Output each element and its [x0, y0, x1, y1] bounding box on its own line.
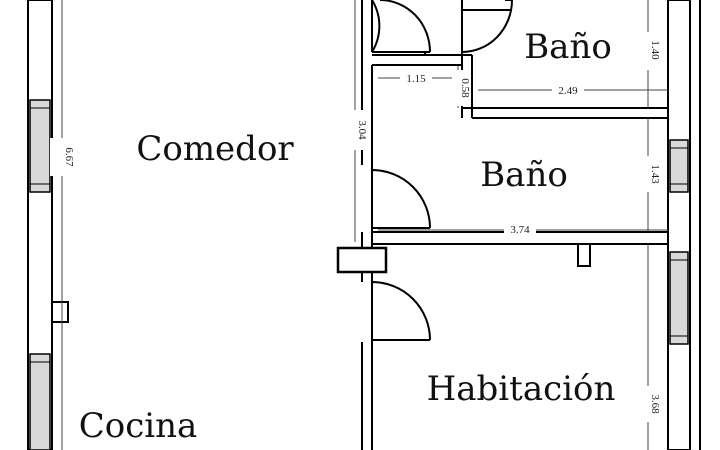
dimension-labels: 6.67 3.04 1.15 0.58 2.49 1.40 1.43 3.74 …	[50, 32, 661, 422]
dim-bano-top-width: 2.49	[558, 85, 578, 97]
left-wall-box	[51, 301, 69, 323]
left-outer-wall	[27, 0, 69, 450]
room-label-cocina: Cocina	[79, 406, 198, 446]
window-left-upper	[29, 99, 51, 193]
dim-closet-depth: 0.58	[459, 78, 471, 98]
window-right-upper	[669, 139, 689, 193]
door-habitacion	[371, 281, 431, 342]
door-comedor-middle	[371, 165, 431, 232]
room-label-bano-top: Baño	[524, 27, 612, 67]
bano-top-walls	[461, 0, 668, 119]
window-right-lower	[669, 251, 689, 345]
column-pier	[336, 246, 388, 274]
window-left-lower	[29, 353, 51, 450]
dim-closet-width: 1.15	[406, 73, 426, 85]
room-label-habitacion: Habitación	[427, 369, 616, 409]
dim-bano-top-height: 1.40	[649, 40, 661, 60]
room-label-bano-mid: Baño	[480, 155, 568, 195]
door-comedor-upper	[371, 0, 431, 56]
dim-comedor-height: 6.67	[63, 147, 75, 167]
right-outer-wall	[667, 0, 701, 450]
dim-hall-height: 3.04	[356, 120, 368, 140]
dim-bano-mid-width: 3.74	[510, 224, 530, 236]
dim-habitacion-height: 3.68	[649, 394, 661, 414]
dim-bano-mid-height: 1.43	[649, 164, 661, 184]
room-label-comedor: Comedor	[136, 129, 294, 169]
wall-pier	[577, 243, 591, 267]
bano-mid-bottom-wall	[371, 231, 669, 267]
